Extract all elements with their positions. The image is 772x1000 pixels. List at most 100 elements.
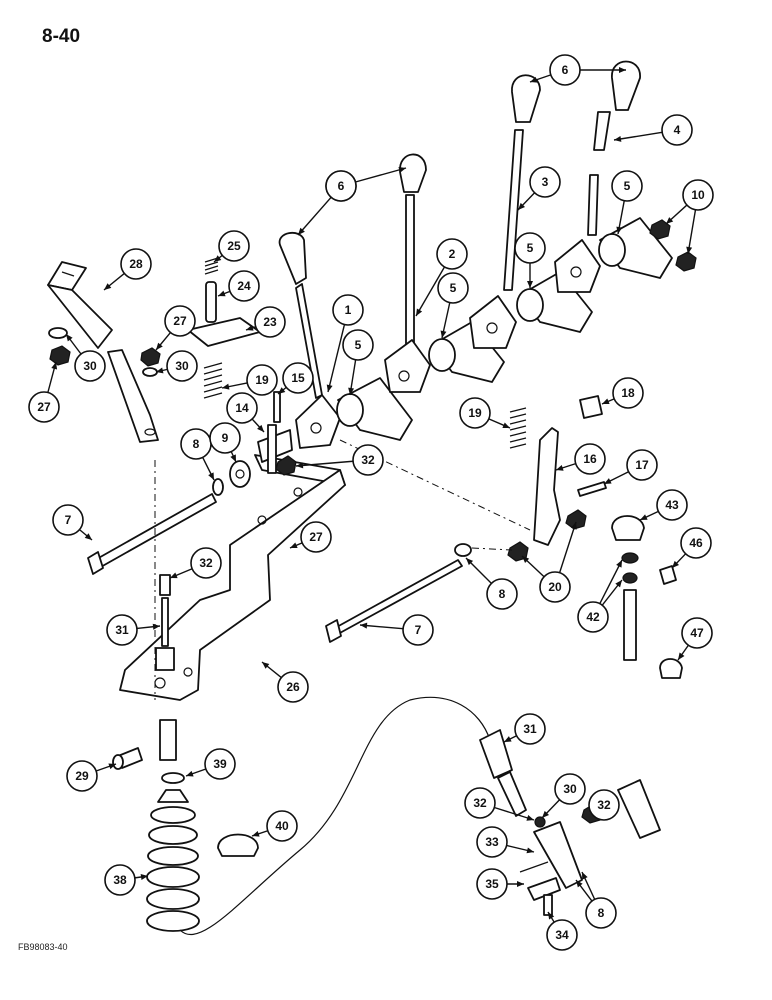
callout-c30c: 30 — [541, 773, 586, 819]
callout-label: 43 — [665, 498, 679, 512]
callout-c27b: 27 — [155, 305, 196, 351]
cap-40 — [217, 833, 259, 857]
callout-c28: 28 — [103, 248, 152, 291]
callout-label: 6 — [562, 63, 569, 77]
callout-c27c: 27 — [289, 521, 332, 553]
bolt-29 — [112, 747, 143, 770]
callout-label: 3 — [542, 175, 549, 189]
callout-c27a: 27 — [28, 361, 60, 423]
callout-label: 27 — [37, 400, 51, 414]
callout-label: 5 — [355, 338, 362, 352]
callout-label: 16 — [583, 452, 597, 466]
callout-c30b: 30 — [155, 350, 198, 382]
callout-c32d: 32 — [588, 789, 620, 821]
callout-c24: 24 — [217, 270, 260, 302]
callout-c6b: 6 — [529, 54, 626, 86]
lever-2 — [384, 153, 431, 393]
callout-label: 29 — [75, 769, 89, 783]
callout-label: 40 — [275, 819, 289, 833]
callout-label: 42 — [586, 610, 600, 624]
cable-31-lower — [479, 729, 527, 817]
callout-c39: 39 — [185, 748, 236, 780]
callout-c32b: 32 — [295, 444, 384, 476]
callout-label: 32 — [473, 796, 487, 810]
callout-c32a: 32 — [169, 547, 222, 579]
callout-label: 19 — [255, 373, 269, 387]
nuts-10 — [649, 219, 697, 272]
callout-label: 6 — [338, 179, 345, 193]
callout-c9: 9 — [209, 422, 241, 463]
callout-c42: 42 — [577, 559, 623, 633]
callout-label: 9 — [222, 431, 229, 445]
callout-c47: 47 — [677, 617, 713, 661]
pivot-5b — [428, 321, 505, 383]
callout-label: 30 — [175, 359, 189, 373]
callout-c17: 17 — [603, 449, 658, 485]
callout-c31a: 31 — [106, 614, 161, 646]
callout-label: 32 — [199, 556, 213, 570]
boot-38 — [146, 789, 200, 932]
callout-c19a: 19 — [221, 364, 278, 396]
callout-label: 33 — [485, 835, 499, 849]
callout-label: 8 — [499, 587, 506, 601]
knob-assembly-43 — [611, 515, 683, 839]
callout-label: 26 — [286, 680, 300, 694]
callout-c2: 2 — [415, 238, 468, 317]
rod-7-lower — [325, 543, 472, 643]
latch-assembly-16 — [507, 395, 607, 562]
callout-label: 15 — [291, 371, 305, 385]
callout-label: 19 — [468, 406, 482, 420]
callout-label: 18 — [621, 386, 635, 400]
callout-c23: 23 — [245, 306, 286, 338]
bracket-28 — [47, 261, 159, 443]
cable-31-left — [155, 574, 177, 761]
callout-c10: 10 — [665, 179, 714, 255]
callout-c5d: 5 — [611, 170, 643, 235]
callout-label: 27 — [309, 530, 323, 544]
callout-c38: 38 — [104, 864, 149, 896]
washer-39 — [161, 772, 185, 784]
figure-code: FB98083-40 — [18, 942, 68, 952]
callout-c7b: 7 — [359, 614, 434, 646]
nut-washer-left — [48, 327, 161, 377]
callout-c5c: 5 — [514, 232, 546, 288]
callout-label: 1 — [345, 303, 352, 317]
callout-c8c: 8 — [575, 871, 617, 929]
callout-c35: 35 — [476, 868, 524, 900]
callout-label: 8 — [193, 437, 200, 451]
washers-8-9 — [212, 460, 251, 496]
callout-c8b: 8 — [465, 557, 518, 610]
callout-c7a: 7 — [52, 504, 93, 541]
callout-label: 30 — [563, 782, 577, 796]
callout-label: 24 — [237, 279, 251, 293]
callout-label: 32 — [597, 798, 611, 812]
callout-label: 8 — [598, 906, 605, 920]
callout-c15: 15 — [277, 362, 314, 395]
callout-label: 17 — [635, 458, 649, 472]
callout-label: 31 — [523, 722, 537, 736]
callout-c31b: 31 — [503, 713, 546, 745]
callout-c16: 16 — [555, 443, 606, 475]
callout-c25: 25 — [213, 230, 250, 263]
callout-label: 27 — [173, 314, 187, 328]
callout-c1: 1 — [326, 294, 364, 393]
callout-label: 34 — [555, 928, 569, 942]
callout-label: 47 — [690, 626, 704, 640]
callout-label: 39 — [213, 757, 227, 771]
callout-c6c: 6 — [325, 166, 407, 202]
pivot-5c — [516, 271, 593, 333]
callout-c18: 18 — [601, 377, 644, 409]
lever-3 — [469, 74, 541, 349]
callout-label: 35 — [485, 877, 499, 891]
page-number: 8-40 — [42, 26, 81, 47]
callout-label: 2 — [449, 247, 456, 261]
callout-label: 7 — [415, 623, 422, 637]
callout-label: 25 — [227, 239, 241, 253]
callout-c29: 29 — [66, 760, 117, 792]
callout-label: 5 — [450, 281, 457, 295]
callout-c33: 33 — [476, 826, 535, 858]
alignment-line-3 — [471, 547, 513, 551]
callout-c5b: 5 — [437, 272, 469, 339]
callout-label: 38 — [113, 873, 127, 887]
callout-c19b: 19 — [459, 397, 511, 429]
